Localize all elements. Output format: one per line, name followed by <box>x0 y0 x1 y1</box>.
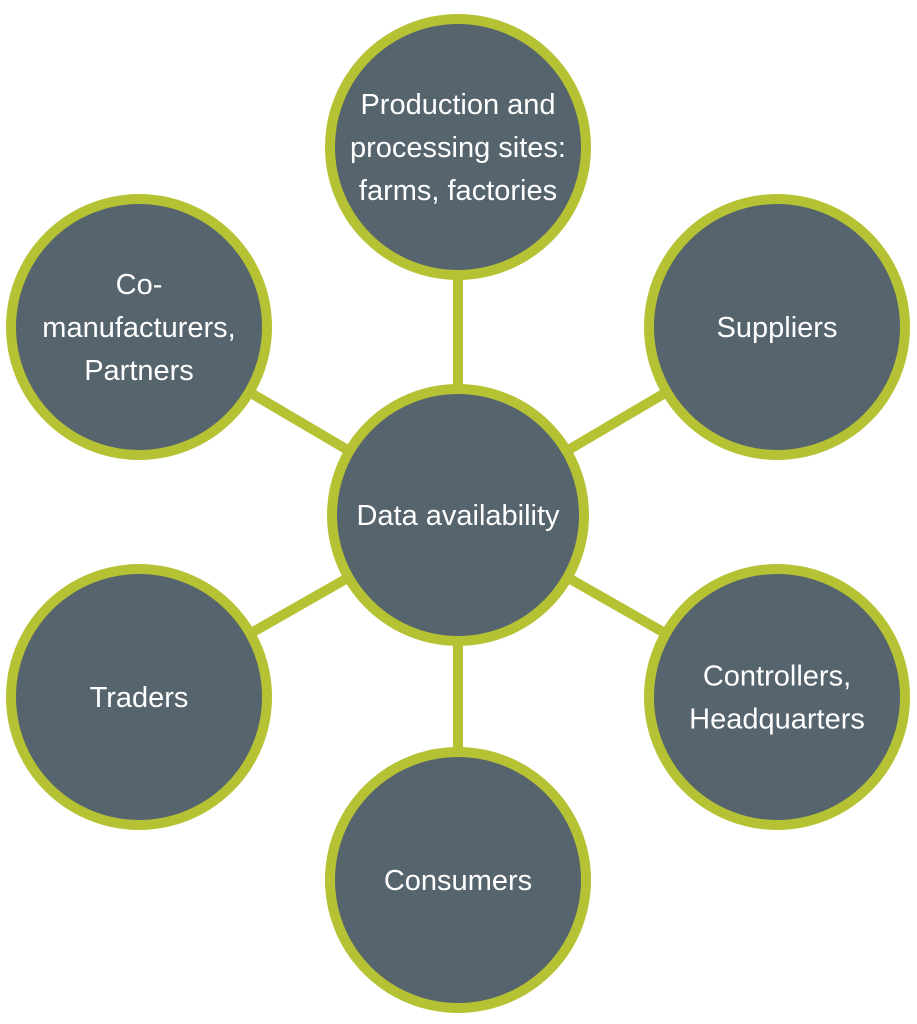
node-production: Production and processing sites: farms, fa… <box>325 14 591 280</box>
node-controllers: Controllers, Headquarters <box>644 564 910 830</box>
node-co-manufacturers-circle <box>6 194 272 460</box>
node-consumers-label-line: Consumers <box>384 865 532 897</box>
connectors <box>249 278 667 749</box>
node-controllers-circle <box>644 564 910 830</box>
node-suppliers: Suppliers <box>644 194 910 460</box>
node-suppliers-label-line: Suppliers <box>717 312 838 344</box>
node-data-availability: Data availability <box>327 384 589 646</box>
node-data-availability-label-line: Data availability <box>356 500 560 532</box>
node-suppliers-circle <box>644 194 910 460</box>
node-co-manufacturers-label-line: manufacturers, <box>42 312 235 344</box>
connector-co-manufacturers <box>249 389 350 454</box>
node-co-manufacturers-label-line: Co- <box>116 269 163 301</box>
node-production-label-line: Production and <box>360 89 555 121</box>
connector-traders <box>250 574 349 637</box>
node-traders: Traders <box>6 564 272 830</box>
node-controllers-label-line: Headquarters <box>689 704 865 736</box>
connector-controllers <box>567 574 666 637</box>
node-co-manufacturers: Co-manufacturers, Partners <box>6 194 272 460</box>
node-production-label-line: farms, factories <box>359 175 557 207</box>
connector-suppliers <box>566 389 667 454</box>
node-data-availability-circle <box>327 384 589 646</box>
node-traders-label-line: Traders <box>90 682 189 714</box>
node-traders-circle <box>6 564 272 830</box>
node-co-manufacturers-label-line: Partners <box>84 355 194 387</box>
node-controllers-label-line: Controllers, <box>703 661 851 693</box>
node-production-label-line: processing sites: <box>350 132 566 164</box>
node-consumers: Consumers <box>325 747 591 1013</box>
node-production-circle <box>325 14 591 280</box>
node-consumers-circle <box>325 747 591 1013</box>
nodes: Production and processing sites: farms, fa… <box>6 14 910 1013</box>
